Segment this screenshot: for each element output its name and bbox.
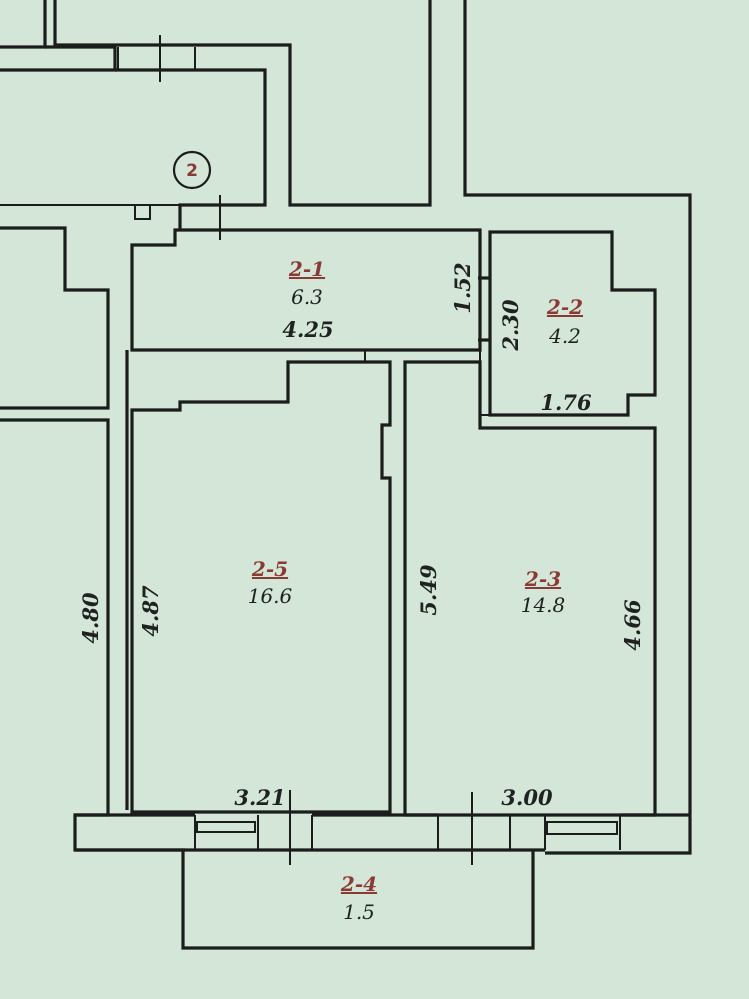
room-area-2-1: 6.3 — [291, 285, 323, 309]
dim-1-76: 1.76 — [540, 390, 592, 415]
room-id-2-5: 2-5 — [251, 557, 288, 581]
room-area-2-2: 4.2 — [548, 324, 581, 348]
dimension-labels: 4.25 1.52 2.30 1.76 4.87 4.80 5.49 4.66 … — [78, 262, 645, 810]
room-label-2-1: 2-1 6.3 — [288, 257, 325, 309]
dim-5-49: 5.49 — [416, 564, 441, 616]
facade-walls — [75, 790, 690, 865]
room-id-2-4: 2-4 — [340, 872, 377, 896]
upper-walls — [0, 0, 692, 855]
dim-4-87: 4.87 — [138, 585, 163, 637]
balcony-walls — [181, 850, 535, 950]
dim-1-52: 1.52 — [450, 262, 475, 313]
dim-2-30: 2.30 — [498, 299, 523, 352]
dim-3-00: 3.00 — [501, 785, 553, 810]
room-id-2-3: 2-3 — [524, 567, 561, 591]
flat-number-text: 2 — [186, 161, 198, 181]
room-label-2-5: 2-5 16.6 — [248, 557, 293, 608]
room-2-1-walls — [130, 228, 490, 352]
room-label-2-3: 2-3 14.8 — [521, 567, 566, 617]
room-area-2-3: 14.8 — [521, 593, 566, 617]
room-id-2-2: 2-2 — [546, 295, 583, 319]
dim-4-80: 4.80 — [78, 592, 103, 644]
room-label-2-2: 2-2 4.2 — [546, 295, 583, 348]
flat-number-marker: 2 — [172, 150, 212, 190]
dim-4-66: 4.66 — [620, 599, 645, 651]
dim-4-25: 4.25 — [282, 317, 333, 342]
room-2-5-walls — [130, 350, 392, 814]
room-area-2-4: 1.5 — [343, 900, 375, 924]
room-area-2-5: 16.6 — [248, 584, 293, 608]
left-walls — [0, 226, 185, 852]
room-id-2-1: 2-1 — [288, 257, 325, 281]
room-label-2-4: 2-4 1.5 — [340, 872, 377, 924]
room-2-2-walls — [488, 230, 657, 417]
dim-3-21: 3.21 — [234, 785, 285, 810]
